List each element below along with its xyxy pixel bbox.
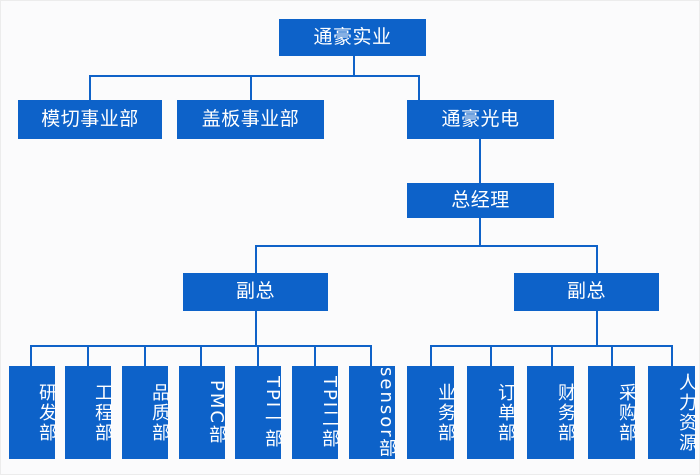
org-node-purchasing-department[interactable]: 采购部: [588, 366, 637, 459]
connector-drop-dept-r5: [671, 345, 673, 367]
connector-drop-deputy-left: [255, 245, 257, 274]
connector-drop-dept-l2: [87, 345, 89, 367]
connector-gm-stem: [479, 218, 481, 246]
connector-bus-deputy: [255, 245, 598, 247]
connector-drop-dept-l3: [144, 345, 146, 367]
org-node-engineering-department[interactable]: 工程部: [65, 366, 113, 459]
connector-drop-dept-r4: [611, 345, 613, 367]
org-node-quality-department[interactable]: 品质部: [122, 366, 170, 459]
connector-drop-level2-1: [89, 75, 91, 100]
org-node-deputy-gm-right[interactable]: 副总: [514, 273, 659, 311]
org-node-tpi-1-department[interactable]: TPI一部: [235, 366, 283, 459]
org-node-order-department[interactable]: 订单部: [467, 366, 516, 459]
connector-drop-level2-2: [250, 75, 252, 100]
connector-drop-dept-r1: [430, 345, 432, 367]
connector-drop-dept-l6: [314, 345, 316, 367]
connector-drop-dept-l7: [370, 345, 372, 367]
org-node-sales-department[interactable]: 业务部: [407, 366, 456, 459]
connector-drop-dept-l5: [257, 345, 259, 367]
connector-root-stem: [353, 56, 355, 76]
org-node-general-manager[interactable]: 总经理: [407, 183, 554, 218]
connector-drop-dept-r2: [490, 345, 492, 367]
org-node-sensor-department[interactable]: sensor部: [349, 366, 397, 459]
org-node-die-cutting-division[interactable]: 模切事业部: [18, 100, 162, 139]
org-node-human-resources-department[interactable]: 人力资源: [648, 366, 697, 459]
connector-drop-dept-r3: [551, 345, 553, 367]
connector-drop-deputy-right: [596, 245, 598, 274]
org-node-tpi-2-department[interactable]: TPI二部: [292, 366, 340, 459]
connector-bus-level2: [89, 75, 420, 77]
org-node-pmc-department[interactable]: PMC部: [179, 366, 227, 459]
org-node-root[interactable]: 通豪实业: [279, 19, 426, 56]
connector-drop-level2-3: [418, 75, 420, 100]
org-node-cover-plate-division[interactable]: 盖板事业部: [177, 100, 324, 139]
org-node-tonghao-optoelectronics[interactable]: 通豪光电: [407, 100, 554, 139]
connector-deputy-left-stem: [255, 311, 257, 346]
connector-drop-dept-l1: [30, 345, 32, 367]
connector-deputy-right-stem: [596, 311, 598, 346]
org-node-finance-department[interactable]: 财务部: [527, 366, 576, 459]
org-node-rd-department[interactable]: 研发部: [9, 366, 57, 459]
connector-drop-dept-l4: [200, 345, 202, 367]
connector-optoelectronics-to-gm: [479, 139, 481, 184]
org-node-deputy-gm-left[interactable]: 副总: [183, 273, 328, 311]
